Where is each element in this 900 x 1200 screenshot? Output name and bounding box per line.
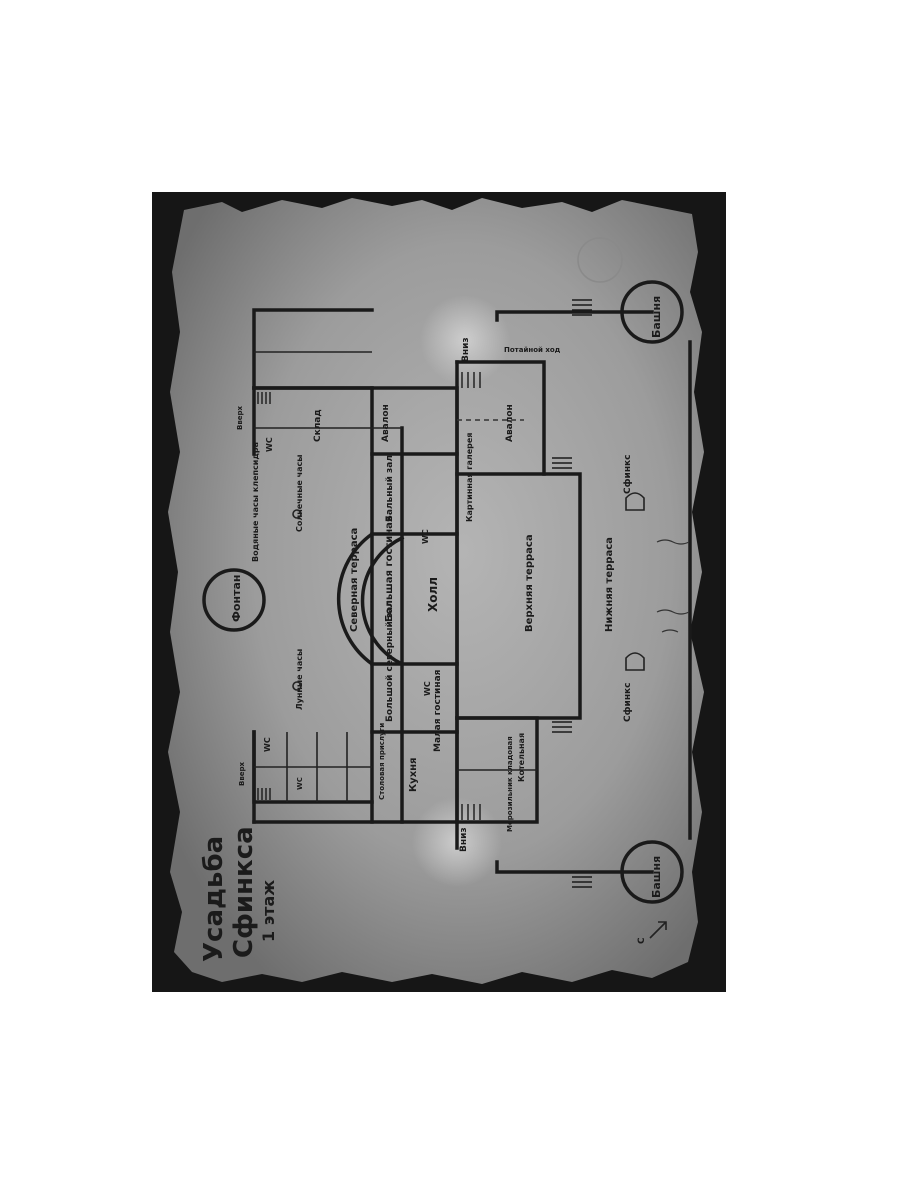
svg-text:1 этаж: 1 этаж (259, 880, 278, 942)
service-annex (252, 730, 374, 804)
room-sfinks: Сфинкс (623, 454, 633, 494)
room-sklad: Склад (313, 409, 323, 442)
outer-wall (495, 310, 654, 322)
tower-stairs-icon (572, 299, 592, 316)
room-bolshaya-gostinaya: Большая гостиная (384, 516, 395, 622)
room-avalon: Авалон (505, 404, 515, 442)
room-bashnya: Башня (650, 856, 663, 898)
room-wc: WC (421, 529, 430, 544)
map-labels: Водяные часы клепсидра Солнечные часы Лу… (236, 337, 647, 944)
tower-left (620, 840, 684, 904)
fountain (202, 568, 266, 632)
stairs-icon (257, 788, 271, 800)
outer-wall (495, 860, 654, 874)
tower-stairs-icon (572, 871, 592, 888)
label-vodyanye-chasy: Водяные часы клепсидра (251, 442, 260, 562)
room-holl: Холл (426, 577, 440, 612)
room-morozilnik-kladovaya: Морозильник кладовая (506, 736, 514, 832)
map-frame: Усадьба Сфинкса 1 этаж Большая гостиная … (152, 192, 726, 992)
room-fontan: Фонтан (230, 575, 243, 622)
room-bolshoy-severny-zal: Большой северный зал (385, 600, 395, 722)
room-wc: WC (263, 737, 272, 752)
room-severnaya-terrasa: Северная терраса (349, 528, 360, 632)
room-nizhnyaya-terrasa: Нижняя терраса (604, 537, 615, 632)
hall-arc (360, 535, 405, 667)
stairs-icon (461, 372, 481, 388)
room-wc: WC (265, 437, 274, 452)
room-wc: WC (423, 681, 432, 696)
label-vverh: Вверх (238, 761, 246, 786)
stairs-icon (461, 804, 481, 820)
parchment (168, 198, 704, 984)
room-wc: WC (296, 777, 304, 790)
stairs-icon (257, 392, 271, 404)
stain (577, 237, 623, 283)
storage-annex (252, 308, 374, 390)
terrace-steps-icon (552, 457, 572, 469)
room-labels: Большая гостиная Северная терраса Холл В… (230, 296, 663, 898)
moon-clock-icon (292, 681, 302, 691)
room-malaya-gostinaya: Малая гостиная (433, 669, 443, 752)
north-terrace-wall (336, 531, 375, 667)
map-title: Усадьба Сфинкса 1 этаж (199, 826, 278, 962)
compass-label: С (637, 937, 647, 944)
wave-marks (656, 539, 690, 633)
svg-text:Усадьба: Усадьба (199, 836, 229, 962)
tower-right (620, 280, 684, 344)
room-sfinks: Сфинкс (623, 682, 633, 722)
avalon-wing (455, 360, 546, 476)
svg-text:Сфинкса: Сфинкса (229, 826, 259, 958)
label-vniz: Вниз (459, 827, 469, 852)
sphinx-statue-icon (625, 652, 645, 671)
room-avalon: Авалон (381, 404, 391, 442)
floor-plan-map: Усадьба Сфинкса 1 этаж Большая гостиная … (168, 198, 704, 984)
room-verhnyaya-terrasa: Верхняя терраса (524, 534, 535, 632)
label-potayny-hod: Потайной ход (504, 346, 561, 354)
compass-arrow-icon (649, 921, 667, 939)
room-kartinnaya-galereya: Картинная галерея (465, 433, 474, 522)
label-solnechnye-chasy: Солнечные часы (295, 454, 304, 532)
room-stolovaya-prislugi: Столовая прислуги (378, 723, 386, 800)
room-kuhnya: Кухня (408, 758, 419, 792)
terrace-steps-icon (552, 721, 572, 733)
room-kotelnaya: Котельная (517, 733, 526, 782)
room-bashnya: Башня (650, 296, 663, 338)
sphinx-statue-icon (625, 492, 645, 511)
room-balny-zal: Бальный зал (385, 455, 395, 522)
label-vniz: Вниз (461, 337, 471, 362)
label-lunnye-chasy: Лунные часы (295, 649, 304, 710)
label-vverh: Вверх (236, 405, 244, 430)
sun-clock-icon (292, 509, 302, 519)
